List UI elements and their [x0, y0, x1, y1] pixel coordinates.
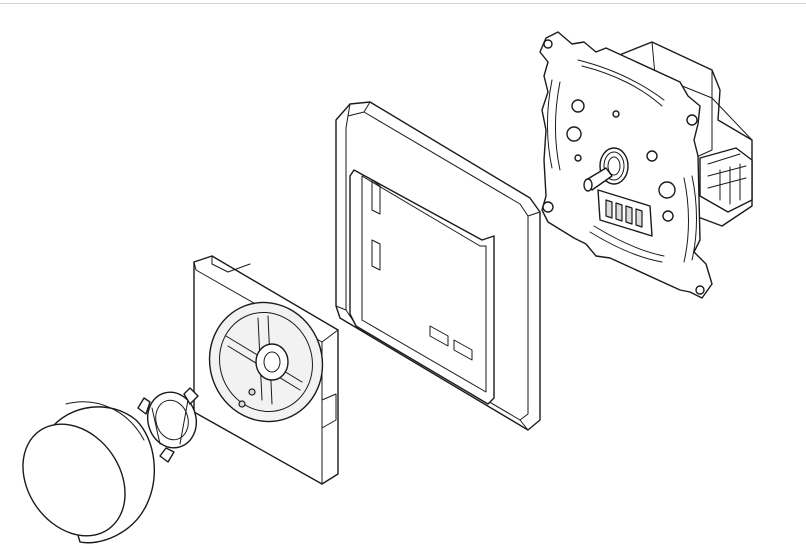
- cover-frame-icon: [335, 101, 541, 431]
- knob-adapter-icon: [137, 387, 199, 463]
- round-knob-icon: [22, 401, 155, 544]
- center-plate-icon: [193, 255, 339, 485]
- dimmer-insert-icon: [539, 31, 753, 299]
- top-border: [0, 0, 806, 4]
